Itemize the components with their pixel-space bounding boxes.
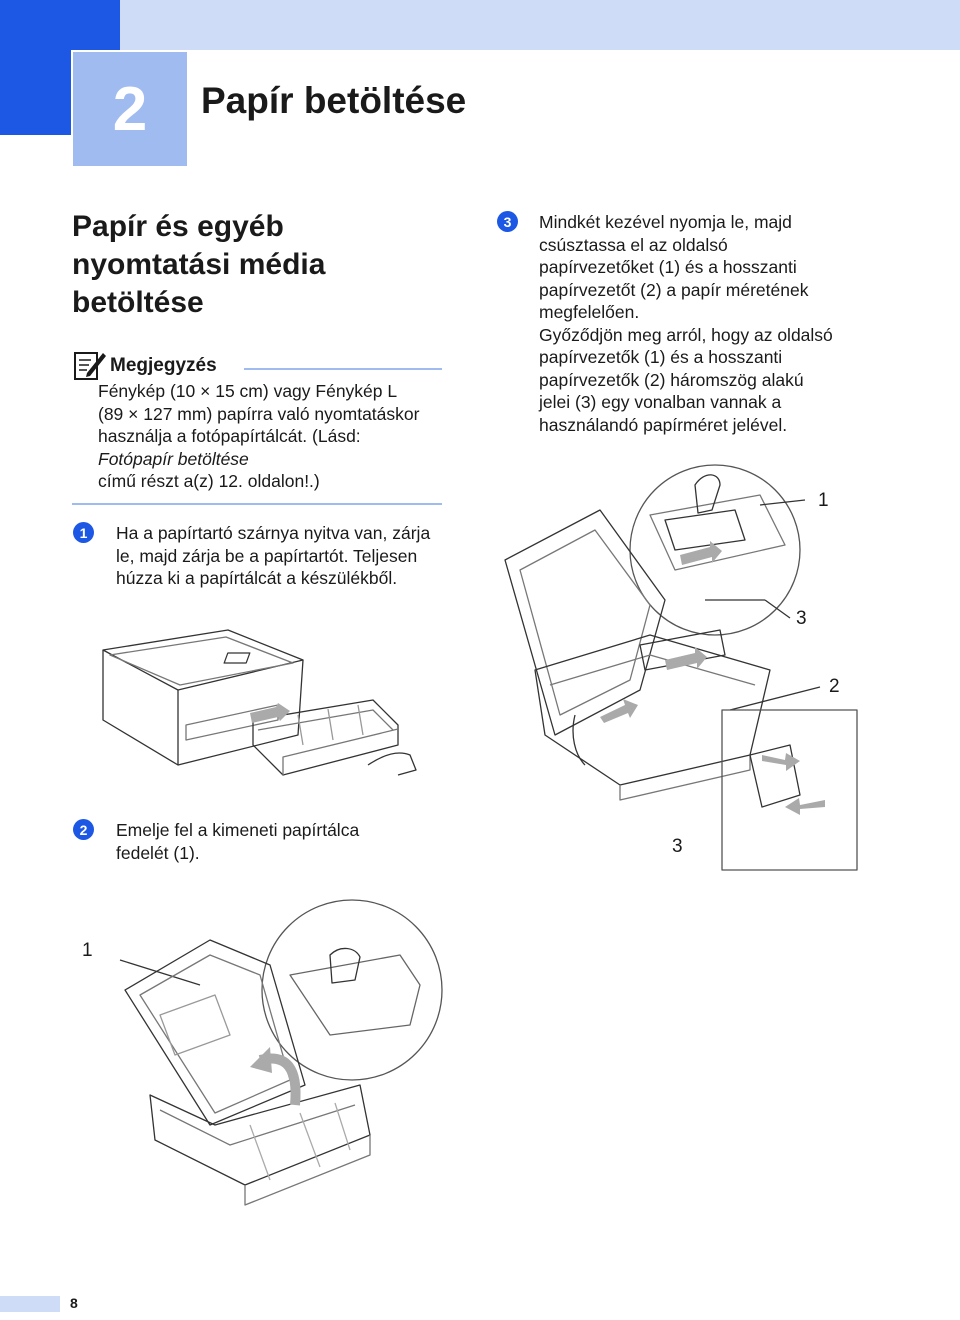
step-line: húzza ki a papírtálcát a készülékből. xyxy=(116,568,398,588)
step-3-badge: 3 xyxy=(497,211,518,232)
page-number: 8 xyxy=(70,1295,78,1311)
step-2-text: Emelje fel a kimeneti papírtálca fedelét… xyxy=(116,819,456,864)
step-line: megfelelően. xyxy=(539,302,640,322)
chapter-number: 2 xyxy=(112,74,148,144)
section-title: Papír és egyéb nyomtatási média betöltés… xyxy=(72,210,326,319)
printer-tray-illustration xyxy=(102,629,417,776)
step-line: Ha a papírtartó szárnya nyitva van, zárj… xyxy=(116,523,431,543)
note-line: Fénykép (10 × 15 cm) vagy Fénykép L xyxy=(98,381,398,401)
note-bottom-rule xyxy=(72,503,442,505)
paper-guides-illustration xyxy=(504,464,858,871)
output-tray-cover-illustration xyxy=(119,899,443,1206)
note-line: használja a fotópapírtálcát. (Lásd: xyxy=(98,426,361,446)
step-line: Győződjön meg arról, hogy az oldalsó xyxy=(539,324,833,345)
step-line: papírvezetőket (1) és a hosszanti xyxy=(539,257,797,277)
chapter-title: Papír betöltése xyxy=(201,80,467,121)
note-body: Fénykép (10 × 15 cm) vagy Fénykép L (89 … xyxy=(98,380,448,493)
step-line: papírvezetőt (2) a papír méretének xyxy=(539,279,809,300)
step-line: papírvezetők (1) és a hosszanti xyxy=(539,347,783,367)
step-2-badge: 2 xyxy=(73,819,94,840)
note-line: című részt a(z) 12. oldalon!.) xyxy=(98,471,320,491)
note-top-rule xyxy=(244,368,442,370)
note-line: (89 × 127 mm) papírra való nyomtatáskor xyxy=(98,403,420,424)
step-1-badge: 1 xyxy=(73,522,94,543)
callout-1: 1 xyxy=(818,490,829,511)
step-line: Emelje fel a kimeneti papírtálca xyxy=(116,820,360,840)
callout-1: 1 xyxy=(82,940,93,961)
step-line: fedelét (1). xyxy=(116,842,200,863)
step-line: Mindkét kezével nyomja le, majd xyxy=(539,212,792,232)
note-heading: Megjegyzés xyxy=(110,355,217,376)
note-link[interactable]: Fotópapír betöltése xyxy=(98,448,249,469)
step-1-text: Ha a papírtartó szárnya nyitva van, zárj… xyxy=(116,522,476,590)
callout-3: 3 xyxy=(672,836,683,857)
callout-3: 3 xyxy=(796,608,807,629)
chapter-number-box: 2 xyxy=(71,50,189,168)
note-pencil-icon xyxy=(74,352,106,380)
step-line: jelei (3) egy vonalban vannak a xyxy=(539,392,782,412)
step-line: le, majd zárja be a papírtartót. Teljese… xyxy=(116,545,418,566)
header-band xyxy=(120,0,960,50)
footer-band xyxy=(0,1296,60,1312)
step-line: csúsztassa el az oldalsó xyxy=(539,234,728,255)
callout-2: 2 xyxy=(829,676,840,697)
step-line: használandó papírméret jelével. xyxy=(539,414,788,435)
step-line: papírvezetők (2) háromszög alakú xyxy=(539,369,804,390)
step-3-text: Mindkét kezével nyomja le, majd csúsztas… xyxy=(539,211,919,436)
